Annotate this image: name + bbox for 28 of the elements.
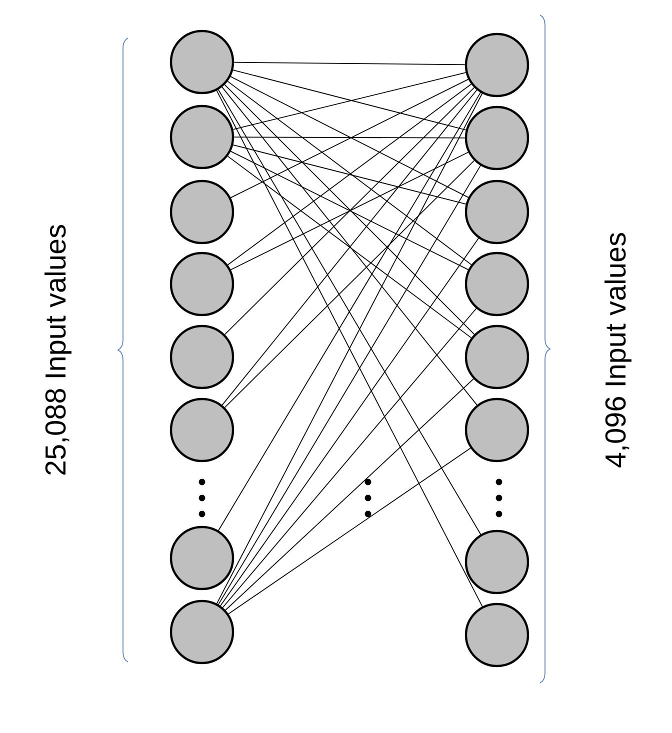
axis-label: 25,088 Input values — [44, 225, 72, 475]
neuron-circle — [170, 252, 234, 316]
neuron-circle — [464, 602, 530, 668]
connection-line — [234, 136, 466, 138]
neuron-circle — [464, 530, 530, 594]
connection-line — [232, 144, 466, 205]
connection-line — [234, 62, 466, 66]
neuron-circle — [170, 324, 234, 390]
neuron-circle — [464, 398, 530, 462]
connection-line — [227, 156, 472, 338]
neuron-circle — [170, 398, 234, 462]
axis-label: 4,096 Input values — [604, 233, 632, 468]
neuron-circle — [464, 180, 530, 244]
neuron-circle — [170, 30, 234, 94]
connection-line — [222, 308, 477, 608]
neuron-circle — [170, 180, 234, 244]
connection-line — [224, 160, 475, 408]
neuron-circle — [170, 104, 234, 170]
neuron-circle — [464, 32, 530, 98]
neuron-circle — [170, 526, 234, 590]
neuron-circle — [170, 600, 234, 664]
connection-line — [225, 378, 474, 611]
connection-line — [218, 165, 481, 605]
connection-line — [228, 448, 471, 614]
neuron-circle — [464, 106, 530, 170]
neuron-circle — [464, 252, 530, 316]
neuron-circle — [464, 324, 530, 390]
connection-line — [220, 238, 479, 606]
